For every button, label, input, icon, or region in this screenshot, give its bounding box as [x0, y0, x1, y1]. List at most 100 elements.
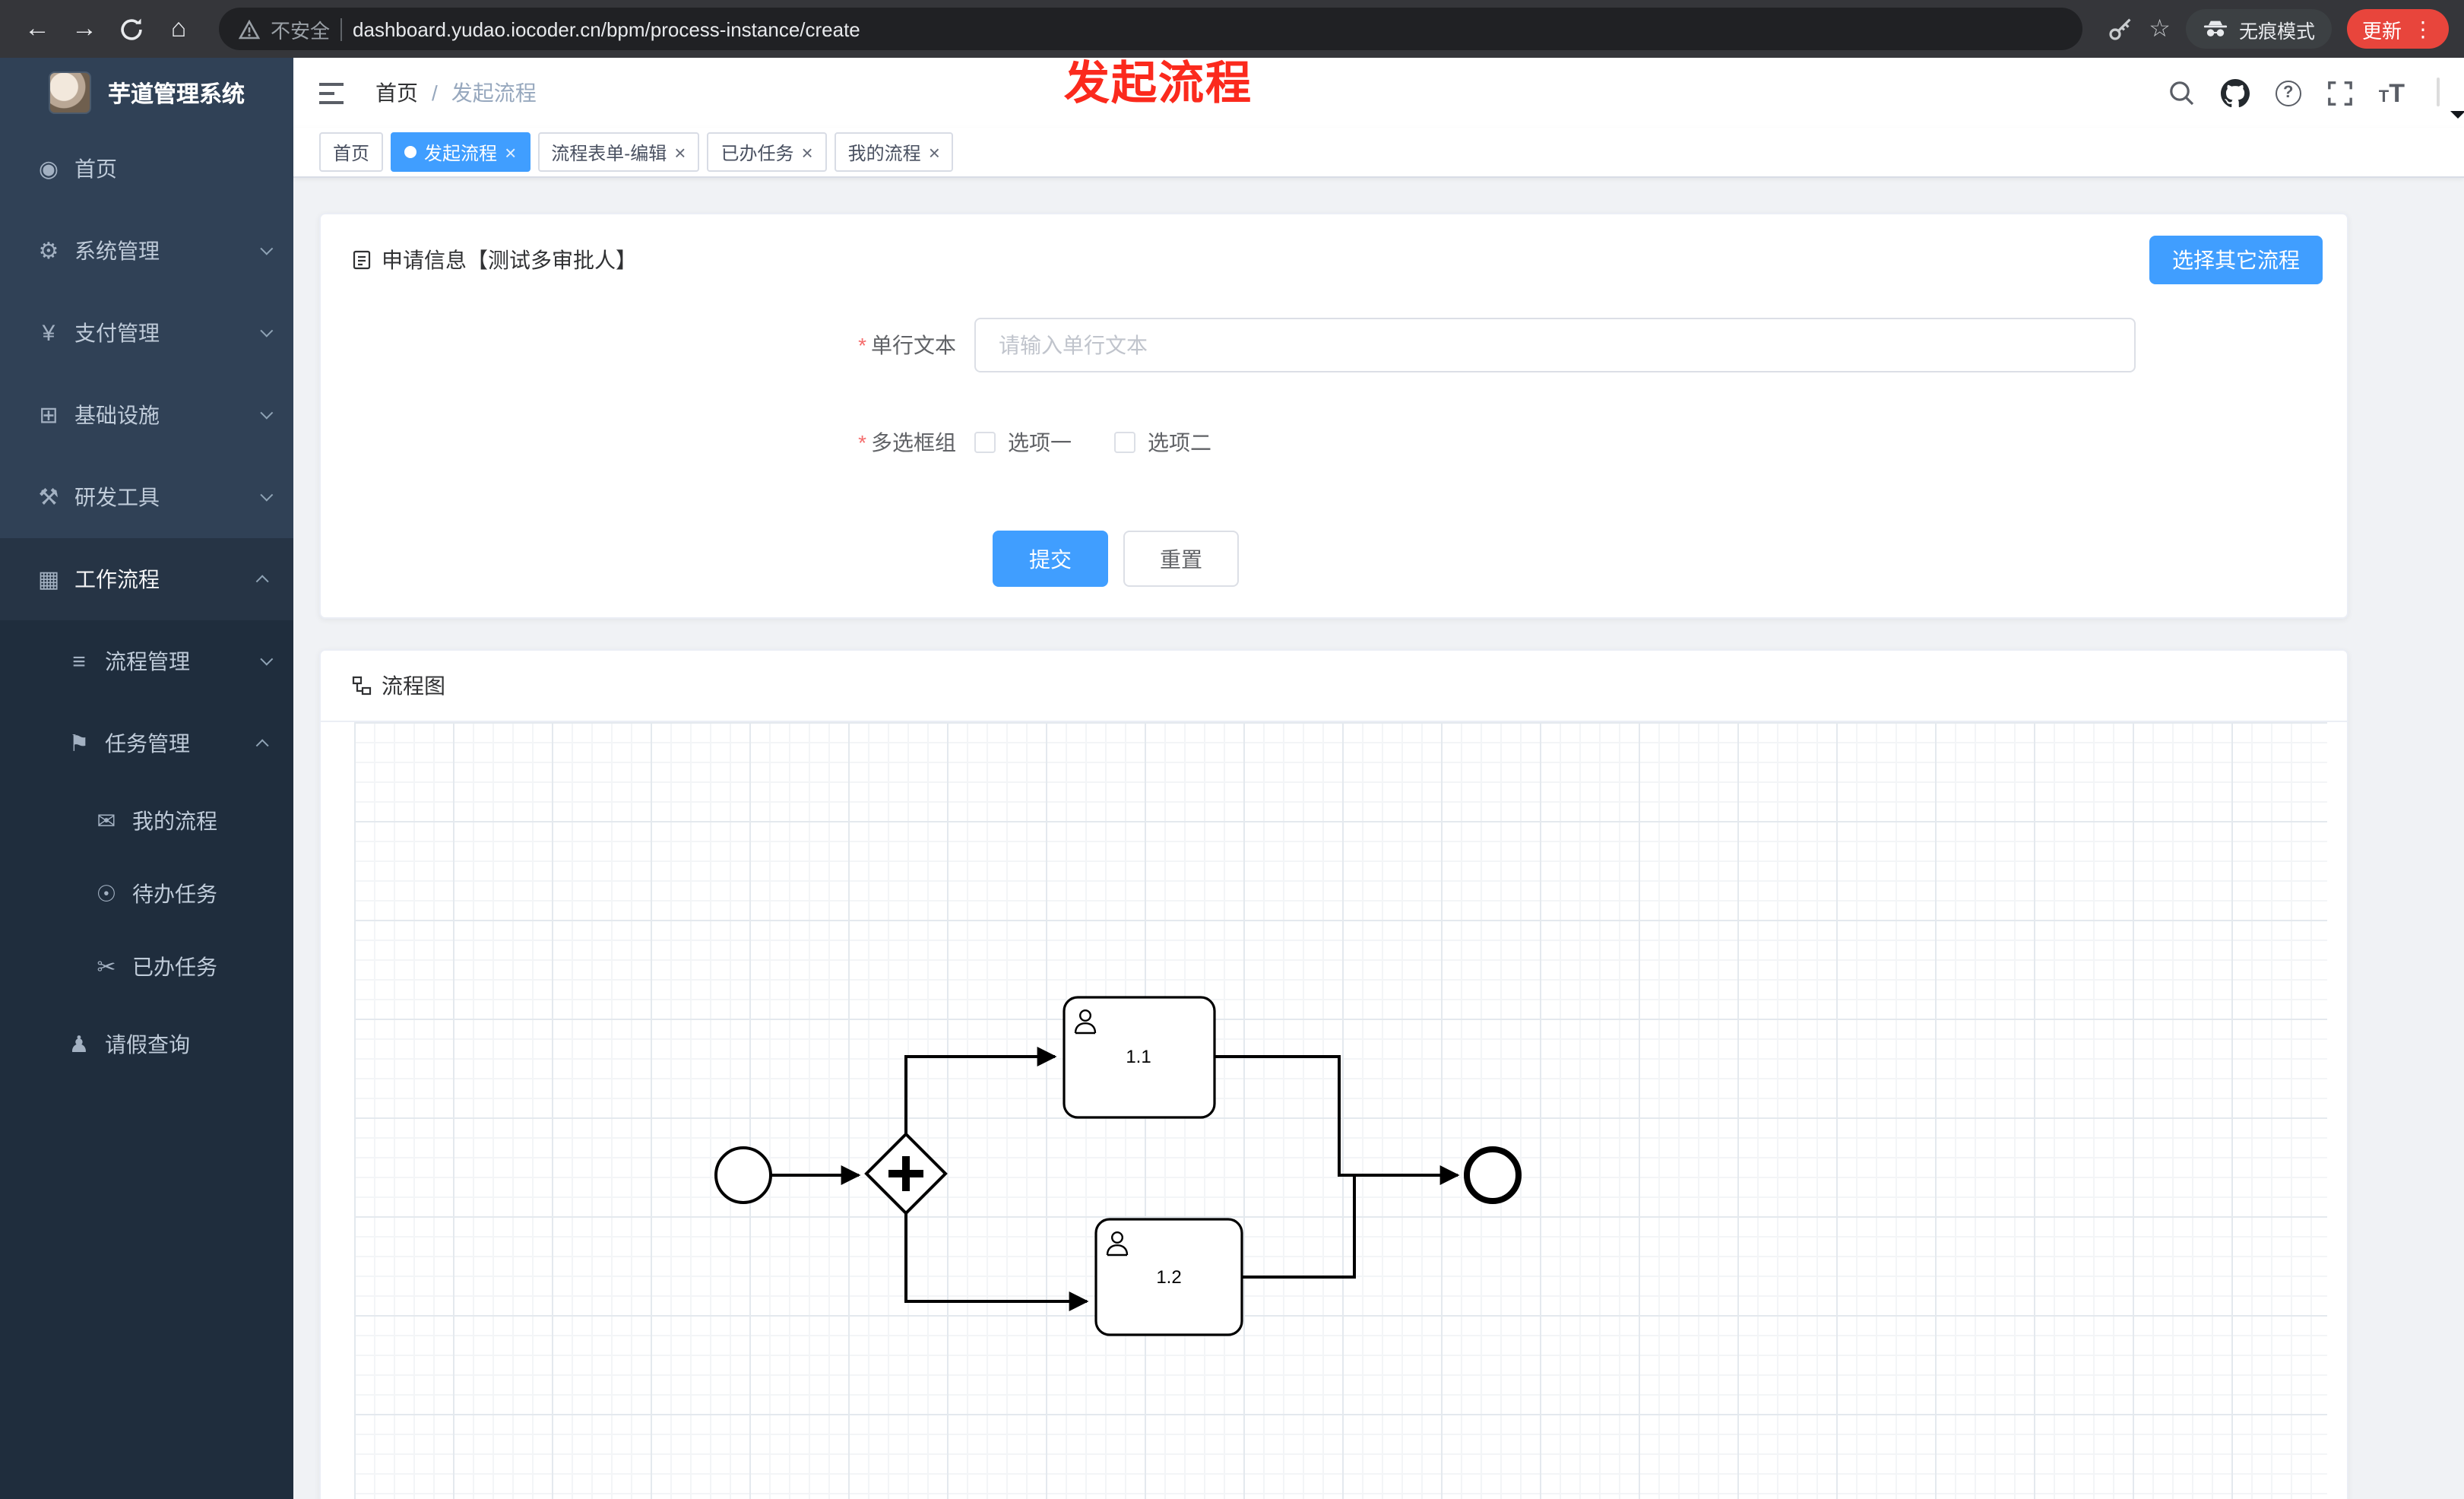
bpmn-canvas[interactable]: 1.1 1.2: [354, 722, 2327, 1499]
github-icon[interactable]: [2220, 78, 2250, 107]
checkbox-icon[interactable]: [1114, 432, 1135, 453]
avatar[interactable]: [2437, 78, 2440, 106]
sidebar-item-label: 我的流程: [132, 809, 217, 833]
chevron-down-icon: [260, 242, 274, 255]
card-header: 申请信息【测试多审批人】: [351, 245, 2317, 275]
sidebar-item-label: 任务管理: [105, 731, 190, 756]
sidebar-item-label: 基础设施: [74, 403, 160, 427]
sidebar-item-label: 已办任务: [132, 955, 217, 979]
tabs-bar: 首页 发起流程 × 流程表单-编辑 × 已办任务 × 我的流程 ×: [293, 128, 2464, 178]
yen-icon: ¥: [42, 320, 55, 346]
field-label-text: 多选框组: [871, 430, 956, 455]
eye-icon: ☉: [96, 882, 117, 908]
checkbox-label[interactable]: 选项一: [1008, 430, 1072, 455]
sidebar-item-dev-tools[interactable]: ⚒ 研发工具: [0, 456, 293, 538]
search-icon[interactable]: [2168, 79, 2195, 106]
tab-done-tasks[interactable]: 已办任务 ×: [707, 132, 827, 172]
tab-label: 首页: [333, 142, 370, 163]
sidebar-item-label: 工作流程: [74, 567, 160, 591]
tab-close-icon[interactable]: ×: [801, 141, 813, 163]
tab-my-processes[interactable]: 我的流程 ×: [834, 132, 954, 172]
dashboard-icon: ◉: [38, 157, 59, 182]
required-asterisk: *: [858, 430, 866, 455]
checkbox-label[interactable]: 选项二: [1148, 430, 1211, 455]
tab-initiate-process[interactable]: 发起流程 ×: [391, 132, 530, 172]
sidebar-item-my-processes[interactable]: ✉ 我的流程: [0, 784, 293, 857]
person-icon: ♟: [68, 1032, 90, 1058]
tab-process-form-edit[interactable]: 流程表单-编辑 ×: [537, 132, 700, 172]
sidebar-item-pending-tasks[interactable]: ☉ 待办任务: [0, 857, 293, 930]
incognito-label: 无痕模式: [2238, 21, 2315, 42]
user-avatar-dropdown[interactable]: [2437, 78, 2464, 119]
tab-close-icon[interactable]: ×: [928, 141, 940, 163]
browser-home-button[interactable]: ⌂: [170, 14, 187, 43]
workflow-icon: ▦: [37, 567, 60, 593]
password-key-icon[interactable]: [2106, 15, 2133, 43]
help-icon[interactable]: ?: [2275, 80, 2301, 106]
browser-refresh-button[interactable]: [109, 7, 154, 51]
sidebar-item-workflow[interactable]: ▦ 工作流程: [0, 538, 293, 620]
user-task-1-1[interactable]: 1.1: [1063, 996, 1216, 1119]
checkbox-icon[interactable]: [974, 432, 996, 453]
sidebar-item-payment-mgmt[interactable]: ¥ 支付管理: [0, 292, 293, 374]
sidebar-item-system-mgmt[interactable]: ⚙ 系统管理: [0, 210, 293, 292]
sidebar-top-section: 芋道管理系统 ◉ 首页 ⚙ 系统管理 ¥ 支付管理 ⊞: [0, 58, 293, 538]
user-task-1-2[interactable]: 1.2: [1094, 1218, 1243, 1336]
url-text[interactable]: dashboard.yudao.iocoder.cn/bpm/process-i…: [353, 17, 860, 40]
bookmark-star-icon[interactable]: ☆: [2149, 17, 2171, 43]
card-header: 流程图: [321, 651, 2347, 722]
sidebar-filler: [0, 1085, 293, 1499]
document-icon: [353, 250, 371, 270]
sidebar-collapse-button[interactable]: [318, 81, 345, 104]
update-label: 更新: [2361, 19, 2402, 42]
hamburger-icon: [319, 82, 344, 103]
user-task-icon: [1074, 1009, 1097, 1035]
sidebar-item-task-mgmt[interactable]: ⚑ 任务管理: [0, 702, 293, 784]
single-line-text-input[interactable]: [974, 318, 2136, 372]
url-divider: [340, 17, 343, 40]
checkbox-option-1[interactable]: 选项一: [974, 427, 1072, 458]
browser-back-button[interactable]: ←: [24, 14, 50, 43]
address-bar[interactable]: 不安全 dashboard.yudao.iocoder.cn/bpm/proce…: [219, 8, 2082, 50]
breadcrumb-home[interactable]: 首页: [375, 81, 418, 105]
end-event[interactable]: [1464, 1146, 1522, 1204]
parallel-gateway[interactable]: [864, 1132, 948, 1215]
caret-down-icon[interactable]: [2450, 111, 2464, 126]
form-actions: 提交 重置: [993, 531, 2317, 587]
tab-home[interactable]: 首页: [319, 132, 384, 172]
sidebar-item-infrastructure[interactable]: ⊞ 基础设施: [0, 374, 293, 456]
sidebar-item-label: 流程管理: [105, 649, 190, 673]
browser-menu-icon[interactable]: ⋮: [2412, 16, 2434, 40]
checkbox-group: 选项一 选项二: [974, 415, 1211, 470]
chrome-update-button[interactable]: 更新 ⋮: [2346, 9, 2449, 49]
gear-icon: ⚙: [38, 239, 59, 265]
field-label: *多选框组: [792, 427, 974, 458]
sidebar-item-process-mgmt[interactable]: ≡ 流程管理: [0, 620, 293, 702]
tab-close-icon[interactable]: ×: [505, 141, 517, 163]
sidebar-item-done-tasks[interactable]: ✂ 已办任务: [0, 930, 293, 1003]
sidebar-item-label: 待办任务: [132, 882, 217, 906]
tab-close-icon[interactable]: ×: [674, 141, 686, 163]
browser-toolbar: ← → ⌂ 不安全 dashboard.yudao.iocoder.cn/bpm…: [0, 0, 2464, 58]
submit-button[interactable]: 提交: [993, 531, 1108, 587]
card-title: 流程图: [382, 673, 445, 698]
checkbox-option-2[interactable]: 选项二: [1114, 427, 1211, 458]
reset-button[interactable]: 重置: [1123, 531, 1239, 587]
fullscreen-icon[interactable]: [2327, 80, 2353, 106]
security-label[interactable]: 不安全: [271, 19, 331, 42]
browser-forward-button[interactable]: →: [71, 14, 97, 43]
app-logo[interactable]: 芋道管理系统: [0, 58, 293, 128]
start-event[interactable]: [714, 1146, 772, 1204]
process-diagram-card: 流程图: [319, 649, 2348, 1499]
sidebar-item-label: 请假查询: [105, 1032, 190, 1057]
task-label: 1.1: [1126, 1047, 1151, 1067]
flow-task1-to-end: [1215, 1055, 1460, 1185]
flow-task2-to-end: [1242, 1175, 1356, 1279]
sidebar-item-home[interactable]: ◉ 首页: [0, 128, 293, 210]
sidebar-item-leave-query[interactable]: ♟ 请假查询: [0, 1003, 293, 1085]
select-other-process-button[interactable]: 选择其它流程: [2149, 236, 2323, 284]
